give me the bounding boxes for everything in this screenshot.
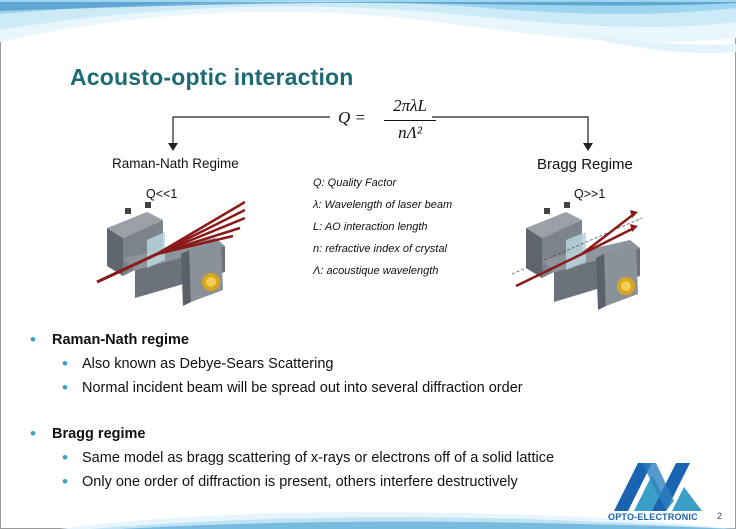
- bullet-item: Normal incident beam will be spread out …: [30, 378, 670, 402]
- section-heading-bragg: Bragg regime: [30, 424, 670, 448]
- bullet-item: Same model as bragg scattering of x-rays…: [30, 448, 670, 472]
- fraction-bar: [384, 120, 436, 121]
- legend-item: λ: Wavelength of laser beam: [313, 199, 453, 211]
- slide-title: Acousto-optic interaction: [70, 64, 354, 90]
- formula-lhs: Q =: [338, 108, 366, 127]
- bottom-wave-decoration: [60, 512, 736, 529]
- bullet-item: Also known as Debye-Sears Scattering: [30, 354, 670, 378]
- logo-text: OPTO-ELECTRONIC: [608, 512, 698, 522]
- formula-denominator: nΛ²: [398, 123, 422, 142]
- legend-item: Λ: acoustique wavelength: [313, 265, 439, 277]
- bullet-item: Only one order of diffraction is present…: [30, 472, 670, 496]
- raman-nath-device-illustration: [96, 200, 245, 306]
- raman-nath-regime-label: Raman-Nath Regime: [112, 156, 239, 171]
- symbol-legend: Q: Quality Factor λ: Wavelength of laser…: [313, 172, 452, 282]
- opto-electronic-logo-icon: [614, 463, 702, 511]
- bragg-condition: Q>>1: [574, 187, 606, 201]
- formula-numerator: 2πλL: [393, 96, 427, 115]
- page-number: 2: [717, 511, 723, 521]
- section-heading-raman-nath: Raman-Nath regime: [30, 330, 670, 354]
- bragg-regime-label: Bragg Regime: [537, 156, 633, 173]
- legend-item: Q: Quality Factor: [313, 177, 397, 189]
- top-wave-decoration: [0, 0, 736, 54]
- raman-nath-condition: Q<<1: [146, 187, 178, 201]
- formula-arrows: [168, 116, 593, 151]
- legend-item: L: AO interaction length: [313, 221, 428, 233]
- legend-item: n: refractive index of crystal: [313, 243, 447, 255]
- bullet-list: Raman-Nath regime Also known as Debye-Se…: [30, 330, 670, 496]
- bragg-device-illustration: [512, 202, 643, 310]
